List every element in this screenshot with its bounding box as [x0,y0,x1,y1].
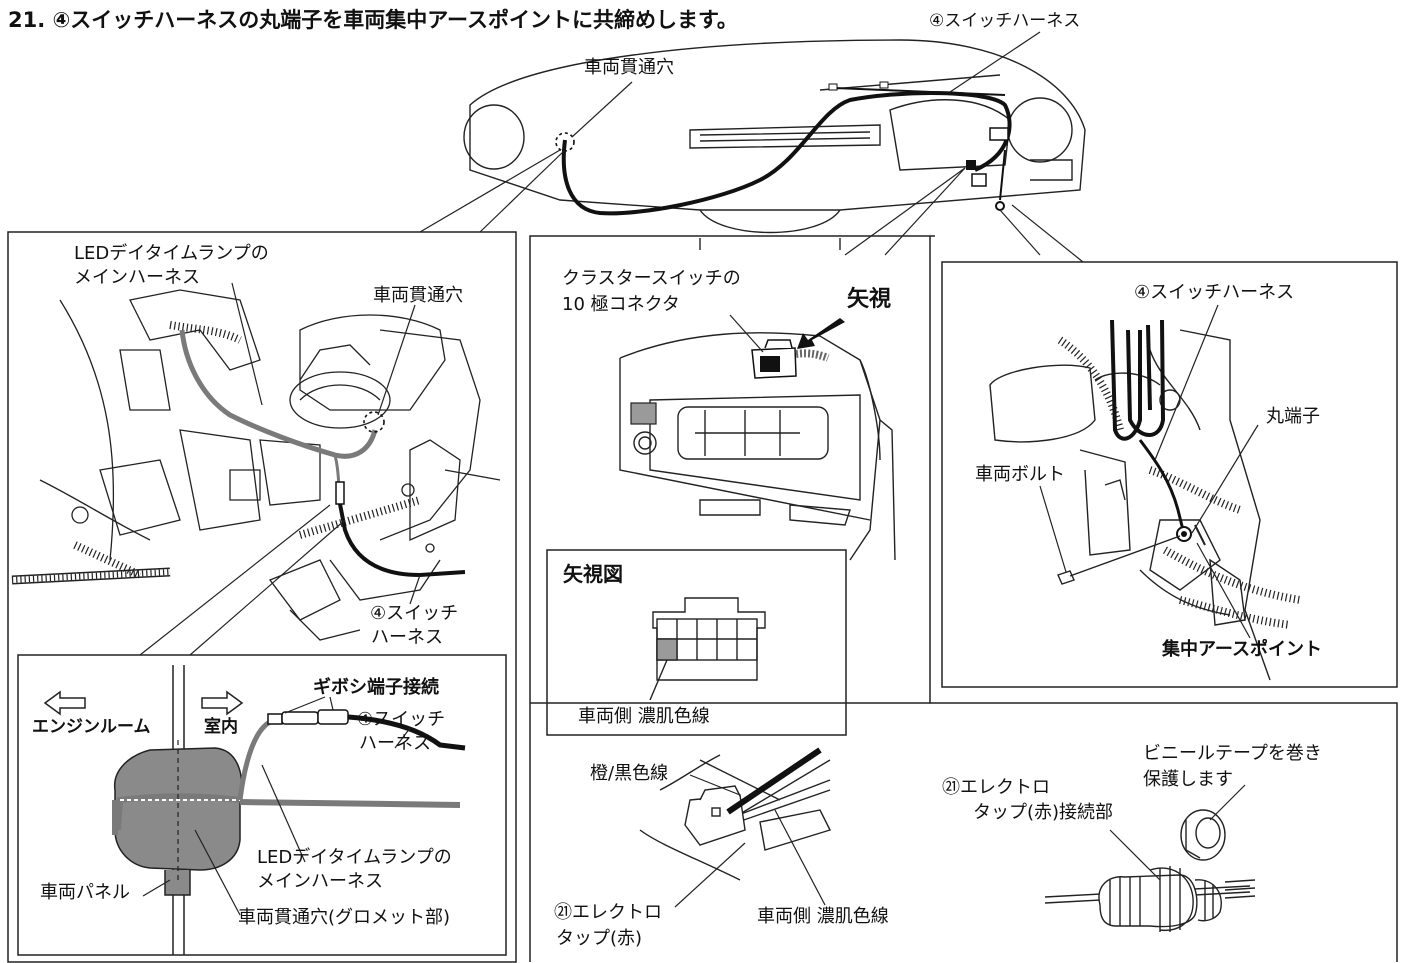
electro-tap-label-2: タップ(赤) [556,928,643,949]
left-switch-harness-label-2: ハーネス [371,627,443,648]
step-title: 21. ④スイッチハーネスの丸端子を車両集中アースポイントに共締めします。 [8,8,738,32]
overview-switch-harness-label: ④スイッチハーネス [929,11,1081,31]
panel-frames [7,231,1398,963]
grommet-inset-drawing [112,665,466,955]
left-leaders [139,282,421,656]
overview-hole-label: 車両貫通穴 [584,57,674,78]
middle-panel-frame [529,235,935,962]
inset-switch-harness-label-2: ハーネス [359,733,431,754]
right-corrugated-tubes [1057,336,1301,629]
inset-leaders [142,696,411,916]
view-arrow [797,318,845,349]
overview-harness [555,81,1012,216]
right-leaders [1039,304,1259,639]
electro-tap-label-1: ㉑エレクトロ [554,902,662,923]
vehicle-panel-label: 車両パネル [40,882,130,903]
connector-vehicle-wire-label: 車両側 濃肌色線 [578,706,710,727]
right-switch-harness-label: ④スイッチハーネス [1134,282,1295,303]
direction-arrows [43,690,244,716]
inset-switch-harness-label-1: ④スイッチ [357,709,446,730]
vinyl-tape-label-2: 保護します [1143,769,1233,790]
switch-blank-panel [630,402,657,425]
overview-leaders [419,31,1084,263]
ten-pin-connector [751,339,830,379]
interior-label: 室内 [204,717,238,737]
left-panel-frame [7,231,517,963]
grommet-label: 車両貫通穴(グロメット部) [238,907,451,928]
left-harnesses [179,329,466,578]
joint-leaders [1109,784,1246,881]
led-main-harness-label-2: メインハーネス [74,267,200,288]
left-corrugated-tubes [11,321,422,585]
left-panel-drawing [39,289,501,641]
inset-led-label-1: LEDデイタイムランプの [257,847,452,868]
left-hole-label: 車両貫通穴 [373,285,463,306]
vinyl-tape-label-1: ビニールテープを巻き [1143,743,1322,764]
inset-led-label-2: メインハーネス [257,871,383,892]
engine-room-label: エンジンルーム [32,717,151,737]
cluster-switch-drawing [619,332,896,561]
ground-point-drawing [989,329,1271,681]
grommet-inset-frame [17,654,507,956]
ground-point-label: 集中アースポイント [1162,639,1323,660]
tap-leaders [674,774,826,908]
tap-panel-frame [929,236,1398,962]
round-terminal-label: 丸端子 [1266,406,1320,427]
arrow-view-label: 矢視 [847,287,892,312]
arrow-view-frame [546,549,847,736]
right-panel-frame [941,261,1398,688]
connector-label-1: クラスタースイッチの [562,268,741,289]
connector-label-2: 10 極コネクタ [562,294,680,315]
tap-joint-label-2: タップ(赤)接続部 [973,802,1114,823]
orange-black-wire [726,747,822,815]
vehicle-bolt-label: 車両ボルト [975,464,1065,485]
tap-vehicle-wire-label: 車両側 濃肌色線 [757,906,889,927]
round-terminal [1176,524,1206,546]
right-harness-wires [1110,319,1185,531]
left-switch-harness-label-1: ④スイッチ [370,603,459,624]
vehicle-bolt [1057,535,1181,585]
led-main-harness-label-1: LEDデイタイムランプの [74,243,269,264]
gibosi-label: ギボシ端子接続 [313,677,439,698]
tap-joint-label-1: ㉑エレクトロ [942,777,1050,798]
orange-black-wire-label: 橙/黒色線 [590,763,669,784]
taped-joint-drawing [1044,809,1256,932]
connector-face-diagram [649,597,766,701]
arrow-view-title: 矢視図 [563,562,623,586]
